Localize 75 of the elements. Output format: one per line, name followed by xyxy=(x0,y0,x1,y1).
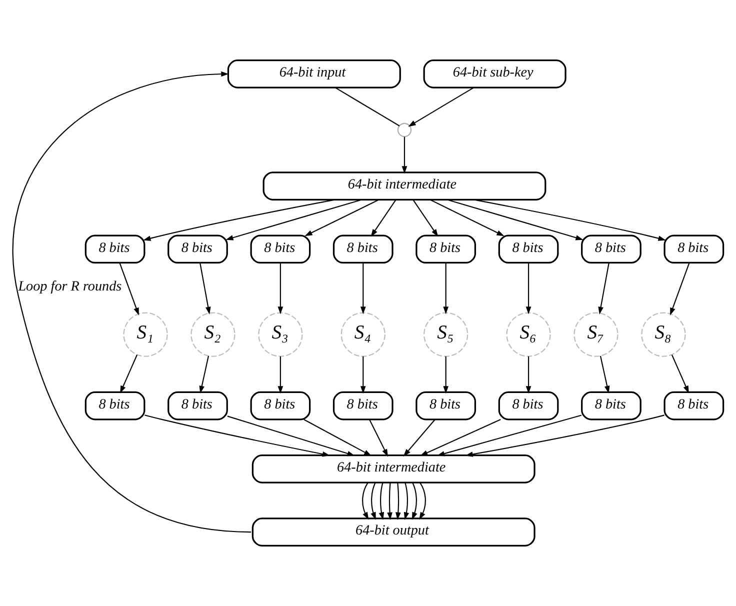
node-box: 64-bit input xyxy=(227,60,401,88)
arrow xyxy=(368,419,388,457)
arrow xyxy=(387,482,392,520)
node-box: 64-bit intermediate xyxy=(262,172,546,200)
arrow xyxy=(404,482,410,520)
arrow xyxy=(199,356,210,394)
arrow xyxy=(378,482,384,520)
arrow xyxy=(227,416,355,456)
node-circle: S₈ xyxy=(641,312,686,357)
arrow xyxy=(362,482,369,520)
arrow xyxy=(360,356,366,394)
node-box: 64-bit output xyxy=(252,518,536,546)
arrow xyxy=(443,262,448,314)
node-box: 64-bit sub-key xyxy=(423,60,566,88)
node-box: 64-bit intermediate xyxy=(252,454,536,484)
node-box: 8 bits xyxy=(498,391,559,420)
arrow xyxy=(526,356,532,394)
node-box: 8 bits xyxy=(581,234,642,264)
arrow xyxy=(465,414,664,457)
node-box: 8 bits xyxy=(332,391,394,420)
node-circle xyxy=(397,122,412,138)
node-box: 8 bits xyxy=(250,234,311,264)
node-circle: S₂ xyxy=(190,312,236,357)
arrow xyxy=(420,419,501,456)
arrow xyxy=(119,262,139,316)
node-box: 8 bits xyxy=(84,234,146,264)
arrow xyxy=(402,136,408,174)
arrow xyxy=(120,354,138,394)
node-circle: S₆ xyxy=(506,312,551,357)
arrow xyxy=(360,262,366,314)
arrow xyxy=(408,87,474,127)
node-circle: S₇ xyxy=(574,312,618,357)
arrow xyxy=(670,262,690,316)
arrow xyxy=(200,262,211,315)
arrow xyxy=(370,199,396,237)
arrow xyxy=(447,199,584,240)
node-box: 8 bits xyxy=(498,234,559,264)
arrow xyxy=(278,356,284,394)
node-box: 8 bits xyxy=(581,391,642,420)
node-box: 8 bits xyxy=(250,391,311,420)
arrow xyxy=(304,419,372,456)
arrow xyxy=(226,199,362,240)
node-box: 8 bits xyxy=(168,391,228,420)
node-box: 8 bits xyxy=(84,391,146,420)
arrow xyxy=(278,262,284,314)
arrow xyxy=(419,482,426,520)
node-box: 8 bits xyxy=(664,391,724,420)
arrow xyxy=(12,71,252,533)
arrow xyxy=(598,262,610,315)
node-box: 8 bits xyxy=(168,234,228,264)
arrow xyxy=(403,419,436,456)
arrow xyxy=(436,414,582,456)
arrow xyxy=(144,414,330,457)
arrow xyxy=(412,199,438,237)
arrow xyxy=(396,482,401,520)
node-box: 8 bits xyxy=(416,234,476,264)
edge-label: Loop for R rounds xyxy=(18,278,122,294)
arrow xyxy=(370,482,376,520)
node-box: 8 bits xyxy=(332,234,394,264)
arrow xyxy=(443,356,448,394)
arrow xyxy=(600,356,610,394)
node-circle: S₃ xyxy=(258,312,303,357)
connector xyxy=(335,87,400,126)
arrow xyxy=(430,199,504,236)
arrow xyxy=(412,482,418,520)
node-circle: S₄ xyxy=(340,312,386,357)
node-box: 8 bits xyxy=(664,234,724,264)
arrow xyxy=(671,354,689,394)
arrow xyxy=(526,262,532,314)
node-box: 8 bits xyxy=(416,391,476,420)
arrow xyxy=(304,199,380,236)
node-circle: S₅ xyxy=(424,312,468,357)
node-circle: S₁ xyxy=(123,312,168,357)
arrow xyxy=(143,199,336,241)
arrow xyxy=(474,199,666,241)
